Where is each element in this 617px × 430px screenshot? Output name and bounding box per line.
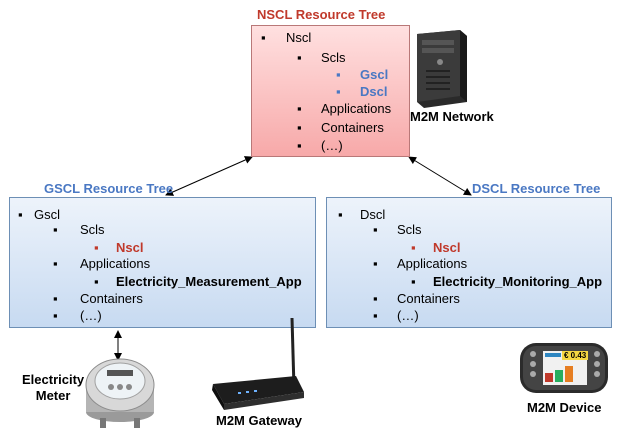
m2m-network-label: M2M Network (410, 109, 494, 124)
tree-item-label: (…) (397, 308, 419, 323)
bullet-icon: ▪ (411, 274, 416, 289)
bullet-icon: ▪ (336, 84, 341, 99)
application-name: Electricity_Measurement_App (116, 274, 302, 289)
bullet-icon: ▪ (411, 240, 416, 255)
dscl-resource-tree: ▪ Dscl ▪ Scls ▪ Nscl ▪ Applications ▪ El… (326, 197, 612, 328)
m2m-device-label: M2M Device (527, 400, 602, 415)
bullet-icon: ▪ (94, 274, 99, 289)
meter-label-line2: Meter (35, 388, 71, 403)
nscl-resource-tree: ▪ Nscl ▪ Scls ▪ Gscl ▪ Dscl ▪ Applicatio… (251, 25, 410, 157)
tree-item-label: Scls (321, 50, 346, 65)
bullet-icon: ▪ (338, 207, 343, 222)
tree-item-label: Applications (321, 101, 392, 116)
nscl-dscl-arrow (408, 156, 472, 196)
gscl-resource-tree: ▪ Gscl ▪ Scls ▪ Nscl ▪ Applications ▪ El… (9, 197, 316, 328)
bullet-icon: ▪ (336, 67, 341, 82)
bullet-icon: ▪ (373, 256, 378, 271)
dscl-tree-title: DSCL Resource Tree (472, 181, 601, 196)
meter-label-line1: Electricity (22, 372, 85, 387)
m2m-gateway-label: M2M Gateway (216, 413, 302, 428)
tree-item-label: Containers (321, 120, 384, 135)
tree-item-label: Gscl (34, 207, 60, 222)
tree-item-label: Nscl (286, 30, 312, 45)
bullet-icon: ▪ (297, 120, 302, 135)
tree-item-label: Applications (397, 256, 468, 271)
bullet-icon: ▪ (53, 256, 58, 271)
application-name: Electricity_Monitoring_App (433, 274, 603, 289)
tree-item-label: Containers (397, 291, 460, 306)
bullet-icon: ▪ (53, 291, 58, 306)
gscl-tree-title: GSCL Resource Tree (44, 181, 174, 196)
bullet-icon: ▪ (18, 207, 23, 222)
bullet-icon: ▪ (53, 308, 58, 323)
bullet-icon: ▪ (53, 222, 58, 237)
bullet-icon: ▪ (373, 308, 378, 323)
tree-item-label: Scls (80, 222, 105, 237)
gscl-link: Gscl (360, 67, 389, 82)
nscl-tree-title: NSCL Resource Tree (257, 7, 386, 22)
tree-item-label: Dscl (360, 207, 386, 222)
bullet-icon: ▪ (297, 138, 302, 153)
electricity-meter-label: Electricity Meter (22, 372, 84, 404)
tree-item-label: Applications (80, 256, 151, 271)
nscl-gscl-arrow (165, 156, 253, 196)
tree-item-label: Scls (397, 222, 422, 237)
bullet-icon: ▪ (261, 30, 266, 45)
nscl-link: Nscl (116, 240, 144, 255)
bullet-icon: ▪ (297, 50, 302, 65)
bullet-icon: ▪ (373, 291, 378, 306)
device-screen-value: € 0.43 (562, 351, 589, 360)
tree-item-label: Containers (80, 291, 143, 306)
dscl-link: Dscl (360, 84, 388, 99)
tree-item-label: (…) (80, 308, 102, 323)
bullet-icon: ▪ (94, 240, 99, 255)
nscl-link: Nscl (433, 240, 461, 255)
tree-item-label: (…) (321, 138, 343, 153)
bullet-icon: ▪ (373, 222, 378, 237)
bullet-icon: ▪ (297, 101, 302, 116)
